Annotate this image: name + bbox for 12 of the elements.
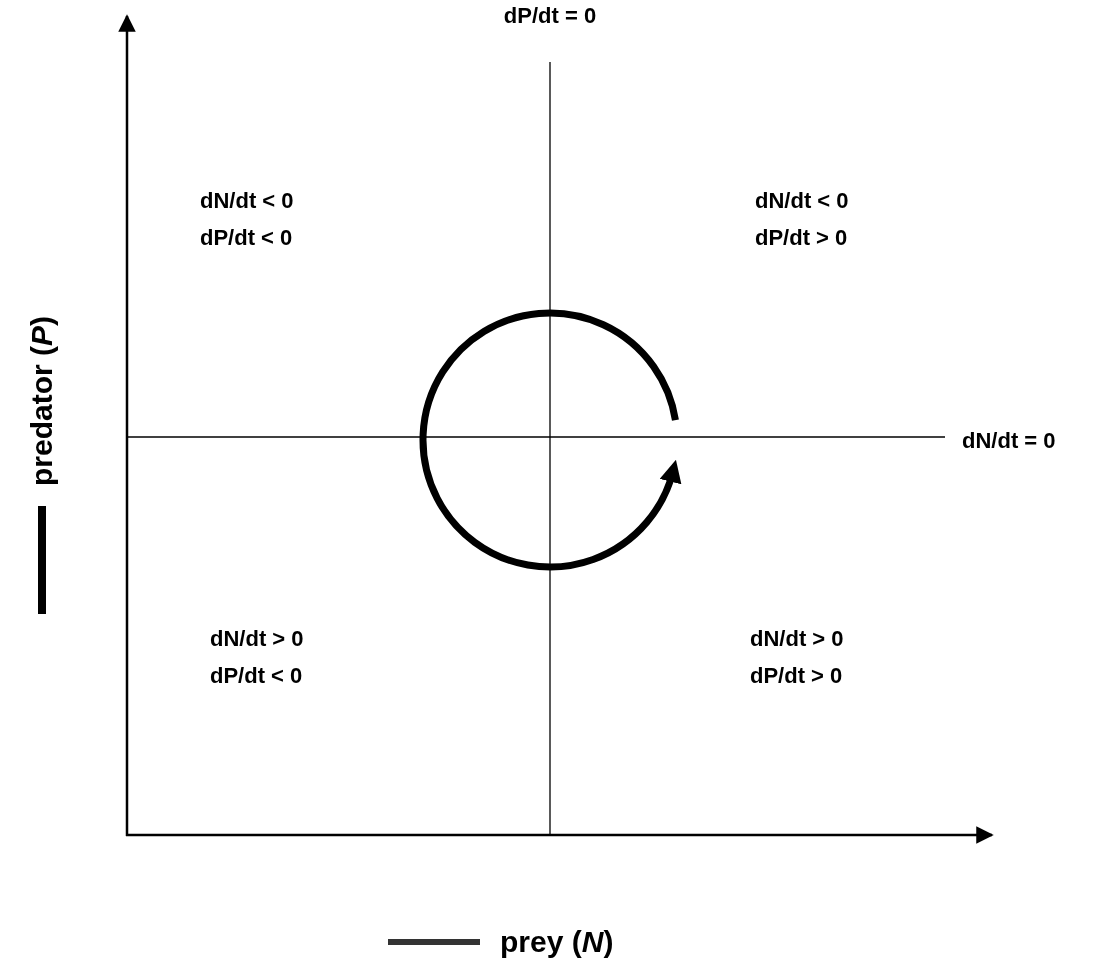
equation-label: dP/dt > 0 [750, 662, 843, 690]
equation-label: dP/dt < 0 [210, 662, 303, 690]
equation-label: dP/dt > 0 [755, 224, 848, 252]
equation-label: dN/dt > 0 [750, 625, 844, 653]
equation-label: dN/dt < 0 [755, 187, 849, 215]
axis-label: predator (P) [25, 316, 59, 486]
equation-label: dN/dt < 0 [200, 187, 294, 215]
equation-label: dN/dt > 0 [210, 625, 304, 653]
equation-label: dN/dt = 0 [962, 427, 1056, 455]
equation-label: dP/dt = 0 [503, 2, 597, 30]
equation-label: dP/dt < 0 [200, 224, 293, 252]
axis-label: prey (N) [500, 925, 614, 959]
